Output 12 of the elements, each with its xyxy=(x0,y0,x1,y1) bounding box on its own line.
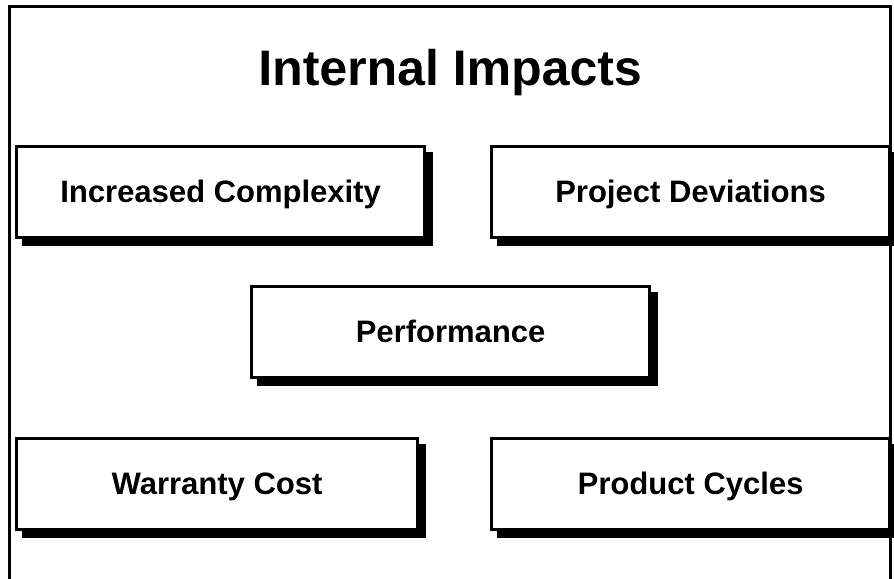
shadowed-box xyxy=(250,285,658,386)
heading: Internal Impacts xyxy=(257,39,643,98)
shadowed-box xyxy=(15,145,433,246)
frame-box xyxy=(8,5,892,579)
shadowed-box xyxy=(490,437,894,538)
box-label: Performance xyxy=(356,314,546,350)
box-label: Project Deviations xyxy=(555,174,826,210)
box-label: Warranty Cost xyxy=(112,466,322,502)
box-label: Product Cycles xyxy=(578,466,804,502)
box-label: Increased Complexity xyxy=(60,174,381,210)
shadowed-box xyxy=(490,145,894,246)
shadowed-box xyxy=(15,437,426,538)
